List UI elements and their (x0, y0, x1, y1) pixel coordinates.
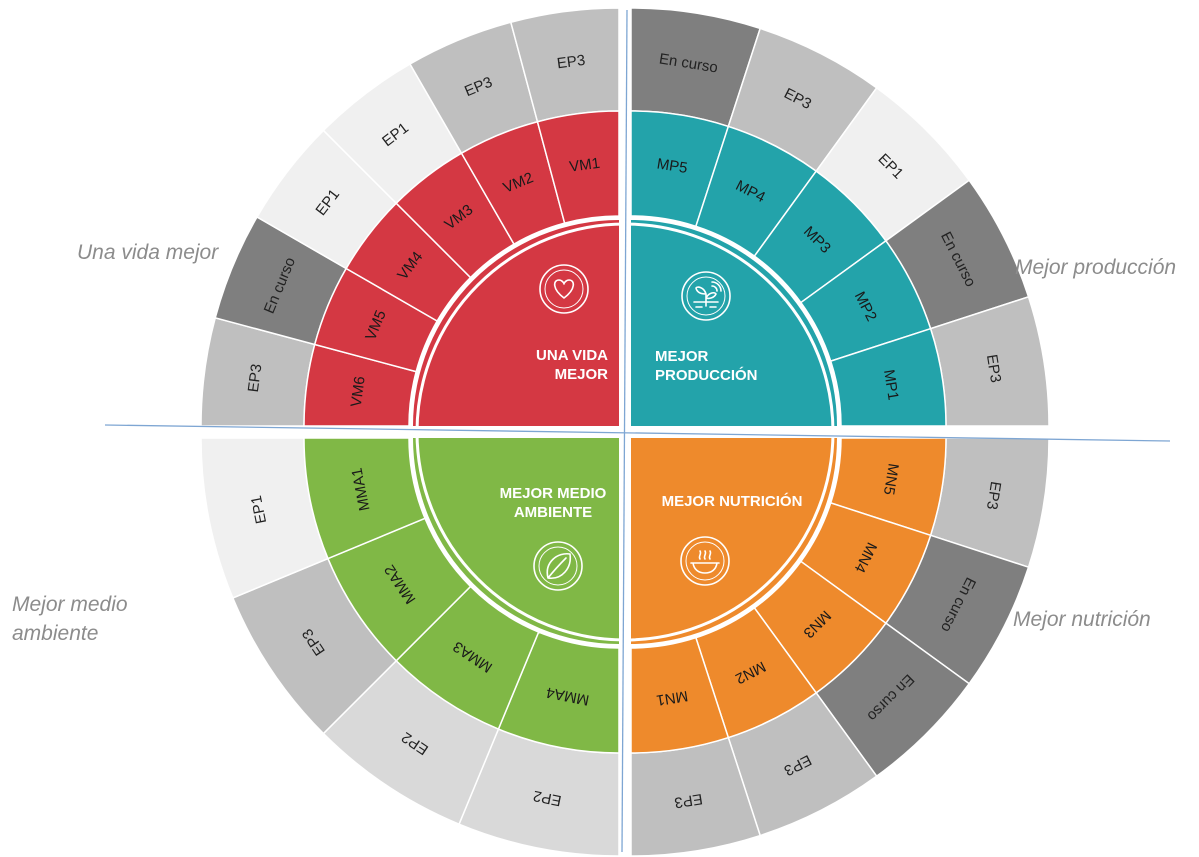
side-label-nutricion: Mejor nutrición (1013, 608, 1151, 631)
side-label-medio-line1: Mejor medio (12, 593, 128, 616)
core-medio (413, 438, 619, 644)
side-label-medio-line2: ambiente (12, 622, 99, 645)
project-code-label: MN1 (655, 687, 689, 709)
icon-ring-inner (538, 546, 578, 586)
quadrant-title: AMBIENTE (514, 504, 592, 521)
quadrant-title: MEJOR (555, 366, 609, 383)
status-label: EP3 (983, 353, 1004, 384)
heart-shape (553, 279, 575, 299)
icon-ring (680, 536, 730, 586)
icon-ring-inner (544, 269, 584, 309)
project-code-label: MP5 (656, 155, 689, 177)
leaf-icon (533, 541, 583, 591)
plant-shape (695, 286, 717, 307)
icon-ring-inner (686, 276, 726, 316)
side-label-medio: Mejor medio ambiente (12, 590, 128, 648)
status-label: EP3 (673, 790, 704, 811)
project-code-label: VM1 (568, 155, 601, 176)
icon-ring (681, 271, 731, 321)
core-nutricion (631, 438, 837, 644)
leaf-shape (546, 553, 572, 579)
project-code-label: VM6 (348, 375, 369, 408)
status-label: EP2 (532, 787, 563, 809)
core-produccion (631, 220, 837, 426)
horizontal-axis-line (104, 424, 1171, 442)
quadrant-title: PRODUCCIÓN (655, 366, 758, 384)
quadrant-title: UNA VIDA (536, 347, 608, 364)
core-ring (415, 222, 835, 642)
bowl-shape (690, 562, 720, 574)
steaming-bowl-icon (680, 536, 730, 586)
steam-lines (698, 550, 712, 560)
icon-ring-inner (685, 541, 725, 581)
status-label: EP3 (983, 480, 1004, 511)
heart-icon (539, 264, 589, 314)
plant-circuit-icon (681, 271, 731, 321)
status-label: EP3 (556, 52, 586, 73)
status-label: EP3 (245, 363, 266, 393)
icon-ring (539, 264, 589, 314)
project-code-label: MP1 (880, 368, 902, 401)
project-cell-vm1 (536, 110, 620, 225)
status-label: EP1 (248, 494, 270, 525)
core-vida (413, 220, 619, 426)
quadrant-title: MEJOR MEDIO (500, 485, 607, 502)
circuit-lines (693, 301, 719, 308)
side-label-vida: Una vida mejor (77, 241, 219, 264)
side-label-produccion: Mejor producción (1015, 256, 1177, 279)
project-code-label: MN5 (880, 462, 902, 496)
quadrant-title: MEJOR (655, 348, 709, 365)
signal-waves (711, 281, 722, 292)
quadrant-title: MEJOR NUTRICIÓN (662, 492, 803, 510)
project-cell-mma1 (303, 437, 426, 560)
icon-ring (533, 541, 583, 591)
vertical-axis-line (621, 9, 628, 853)
project-cell-mp1 (829, 327, 947, 427)
project-cell-mn1 (630, 636, 730, 754)
